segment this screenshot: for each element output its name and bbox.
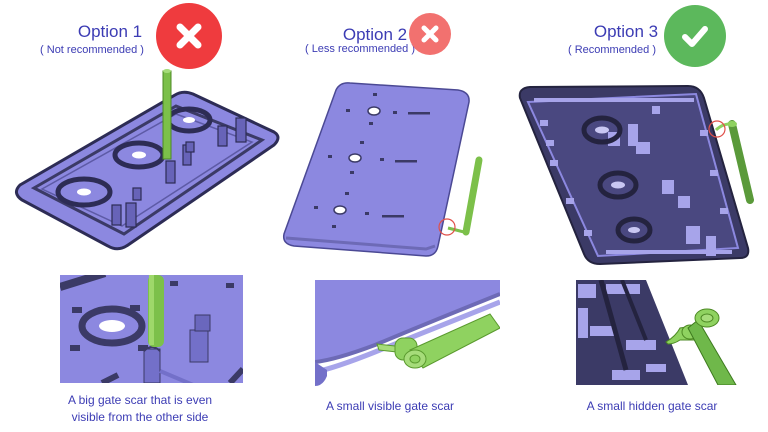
not-recommended-badge — [156, 3, 222, 69]
option-3-part-illustration — [518, 84, 754, 266]
option-3-detail-view — [576, 280, 746, 385]
check-icon — [682, 26, 708, 47]
option-2-part-illustration — [282, 82, 483, 257]
option-3-title: Option 3 — [593, 22, 659, 41]
less-recommended-badge — [409, 13, 451, 55]
option-1-subtitle: ( Not recommended ) — [40, 44, 144, 56]
option-2-subtitle: ( Less recommended ) — [304, 43, 416, 55]
option-3: Option 3 ( Recommended ) — [510, 0, 768, 432]
option-2: Option 2 ( Less recommended ) — [260, 0, 510, 432]
option-2-caption: A small visible gate scar — [325, 399, 455, 413]
caption-line-2: visible from the other side — [71, 410, 209, 424]
option-3-subtitle: ( Recommended ) — [567, 44, 657, 56]
option-3-caption: A small hidden gate scar — [586, 399, 718, 413]
option-2-title: Option 2 — [342, 25, 408, 44]
option-1-part-illustration — [15, 69, 280, 251]
caption-line-1: A big gate scar that is even — [67, 393, 213, 407]
option-1: Option 1 ( Not recommended ) — [0, 0, 280, 432]
option-1-caption: A big gate scar that is even visible fro… — [30, 392, 250, 426]
recommended-badge — [664, 5, 726, 67]
option-2-detail-view — [315, 280, 500, 388]
option-1-detail-view — [60, 275, 243, 383]
cross-icon — [176, 23, 202, 49]
cross-icon — [421, 25, 439, 43]
option-1-title: Option 1 — [77, 22, 143, 41]
